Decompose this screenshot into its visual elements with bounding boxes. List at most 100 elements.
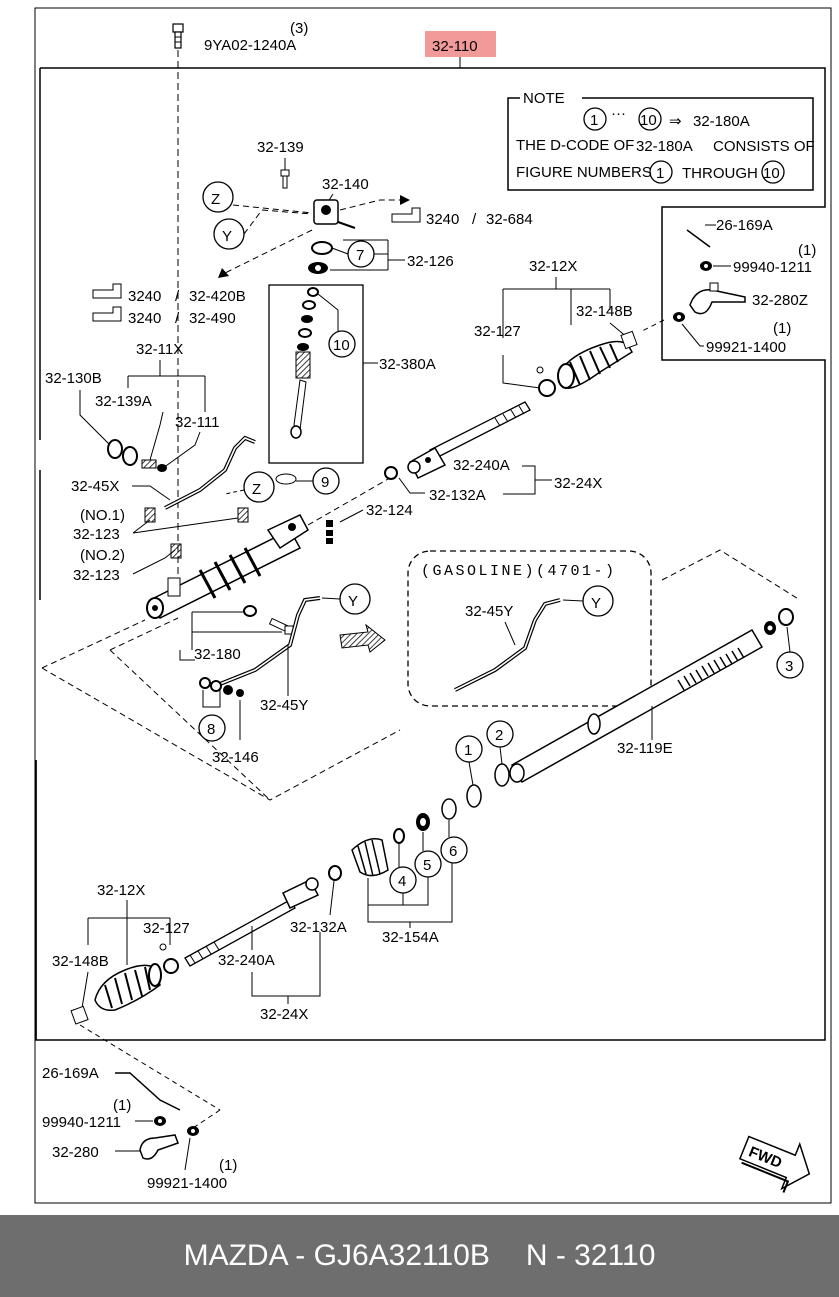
note-line3-c: THROUGH	[682, 165, 758, 182]
label-32-127-top: 32-127	[474, 323, 521, 340]
top-bolt-qty: (3)	[290, 20, 308, 37]
note-line2-b: 32-180A	[636, 138, 693, 155]
rack-tube-icon	[509, 608, 794, 784]
footer-diagram-code: N - 32110	[525, 1239, 656, 1272]
label-32-12x-top: 32-12X	[529, 258, 577, 275]
label-32-148b-top: 32-148B	[576, 303, 633, 320]
label-32-24x-bot: 32-24X	[260, 1006, 308, 1023]
pipe-32-45y-icon	[214, 596, 321, 688]
footer-part-number: MAZDA - GJ6A32110B	[183, 1239, 490, 1272]
label-32-132a-bot: 32-132A	[290, 919, 347, 936]
tie-rod-bottom-icon	[184, 877, 320, 967]
marker-9-label: 9	[321, 474, 329, 491]
note-range-to: 10	[640, 112, 657, 129]
marker-8	[198, 714, 226, 742]
marker-8-label: 8	[207, 721, 215, 738]
marker-z-mid-label: Z	[252, 481, 261, 498]
marker-6-label: 6	[449, 843, 457, 860]
tie-rod-end-bottom-icon	[139, 1134, 179, 1160]
marker-3-label: 3	[785, 658, 793, 675]
label-32-130b: 32-130B	[45, 370, 102, 387]
left-seals-icon	[107, 439, 167, 472]
label-99921-bot-qty: (1)	[219, 1157, 237, 1174]
marker-y-top-label: Y	[222, 228, 232, 245]
nut-99940-top-icon	[700, 261, 712, 271]
label-32-126: 32-126	[407, 253, 454, 270]
label-99921-bot: 99921-1400	[147, 1175, 227, 1192]
label-99940-top-qty: (1)	[798, 242, 816, 259]
label-no1: (NO.1)	[80, 507, 125, 524]
label-26-169a-top: 26-169A	[716, 217, 773, 234]
seal-kit-box	[268, 284, 364, 464]
label-32-240a-top: 32-240A	[453, 457, 510, 474]
marker-5-label: 5	[423, 857, 431, 874]
nut-99921-top-icon	[673, 312, 685, 322]
label-32-380a: 32-380A	[379, 356, 436, 373]
label-99940-bot-qty: (1)	[113, 1097, 131, 1114]
note-target: 32-180A	[693, 113, 750, 130]
label-99940-bot: 99940-1211	[42, 1114, 121, 1131]
label-32-11x: 32-11X	[136, 341, 183, 358]
top-bolt-icon	[172, 23, 184, 49]
label-32-146: 32-146	[212, 749, 259, 766]
marker-10-label: 10	[333, 337, 350, 354]
bolt-32-139-icon	[280, 169, 290, 189]
marker-2-label: 2	[495, 727, 503, 744]
marker-1-label: 1	[464, 742, 472, 759]
nut-99940-bot-icon	[154, 1116, 166, 1126]
ref-hand-3-icon	[92, 306, 122, 322]
label-32-127-bot: 32-127	[143, 920, 190, 937]
svg-text:···: ···	[611, 105, 626, 122]
marker-10	[328, 330, 356, 358]
label-32-111: 32-111	[175, 414, 219, 431]
label-32-45y: 32-45Y	[260, 697, 308, 714]
label-32-280z: 32-280Z	[752, 292, 808, 309]
note-line2-c: CONSISTS OF	[713, 138, 815, 155]
note-box: NOTE 1 ··· 10 ⇒ 32-180A THE D-CODE OF 32…	[507, 88, 815, 191]
assembly-frame	[35, 67, 826, 1041]
note-range-from: 1	[590, 112, 598, 129]
note-line2-a: THE D-CODE OF	[516, 137, 634, 154]
svg-text:⇒: ⇒	[669, 113, 682, 130]
svg-text:/: /	[175, 288, 180, 305]
ref1-num: 3240	[426, 211, 459, 228]
nut-99921-bot-icon	[187, 1126, 199, 1136]
label-32-180: 32-180	[194, 646, 241, 663]
label-32-124: 32-124	[366, 502, 413, 519]
marker-z-top	[202, 181, 234, 213]
gasoline-pipe-label: 32-45Y	[465, 603, 513, 620]
parts-diagram: 9YA02-1240A (3) 32-110 NOTE 1 ··· 10 ⇒ 3…	[34, 7, 832, 1204]
fittings-icon	[144, 507, 249, 559]
label-32-140: 32-140	[322, 176, 369, 193]
ref3-num: 3240	[128, 310, 161, 327]
label-99921-top-qty: (1)	[773, 320, 791, 337]
seal-kit-parts-icon	[290, 287, 319, 439]
label-32-280: 32-280	[52, 1144, 99, 1161]
label-32-148b-bot: 32-148B	[52, 953, 109, 970]
assembly-number: 32-110	[432, 38, 478, 55]
marker-z-mid	[243, 471, 275, 503]
gear-housing-icon	[146, 514, 309, 619]
label-32-24x-top: 32-24X	[554, 475, 602, 492]
bolt-32-180-icon	[243, 605, 294, 635]
label-32-154a: 32-154A	[382, 929, 439, 946]
ref-hand-1-icon	[391, 207, 421, 223]
svg-text:/: /	[175, 310, 180, 327]
assembly-highlight	[425, 31, 496, 57]
label-32-139a: 32-139A	[95, 393, 152, 410]
bolt-32-124-icon	[326, 520, 333, 544]
tie-rod-top-icon	[407, 401, 531, 479]
ref1-code: 32-684	[486, 211, 533, 228]
top-bolt-label: 9YA02-1240A	[204, 37, 296, 54]
label-32-123-a: 32-123	[73, 526, 120, 543]
fwd-arrow-icon: FWD	[738, 1135, 811, 1193]
marker-7-label: 7	[356, 247, 364, 264]
fittings-8-icon	[199, 677, 244, 697]
note-line3-a: FIGURE NUMBERS	[516, 164, 652, 181]
note-line3-b: 1	[656, 165, 664, 182]
note-line3-d: 10	[763, 165, 780, 182]
marker-z-top-label: Z	[211, 191, 220, 208]
label-26-169a-bot: 26-169A	[42, 1065, 99, 1082]
label-99921-top: 99921-1400	[706, 339, 786, 356]
label-32-123-b: 32-123	[73, 567, 120, 584]
